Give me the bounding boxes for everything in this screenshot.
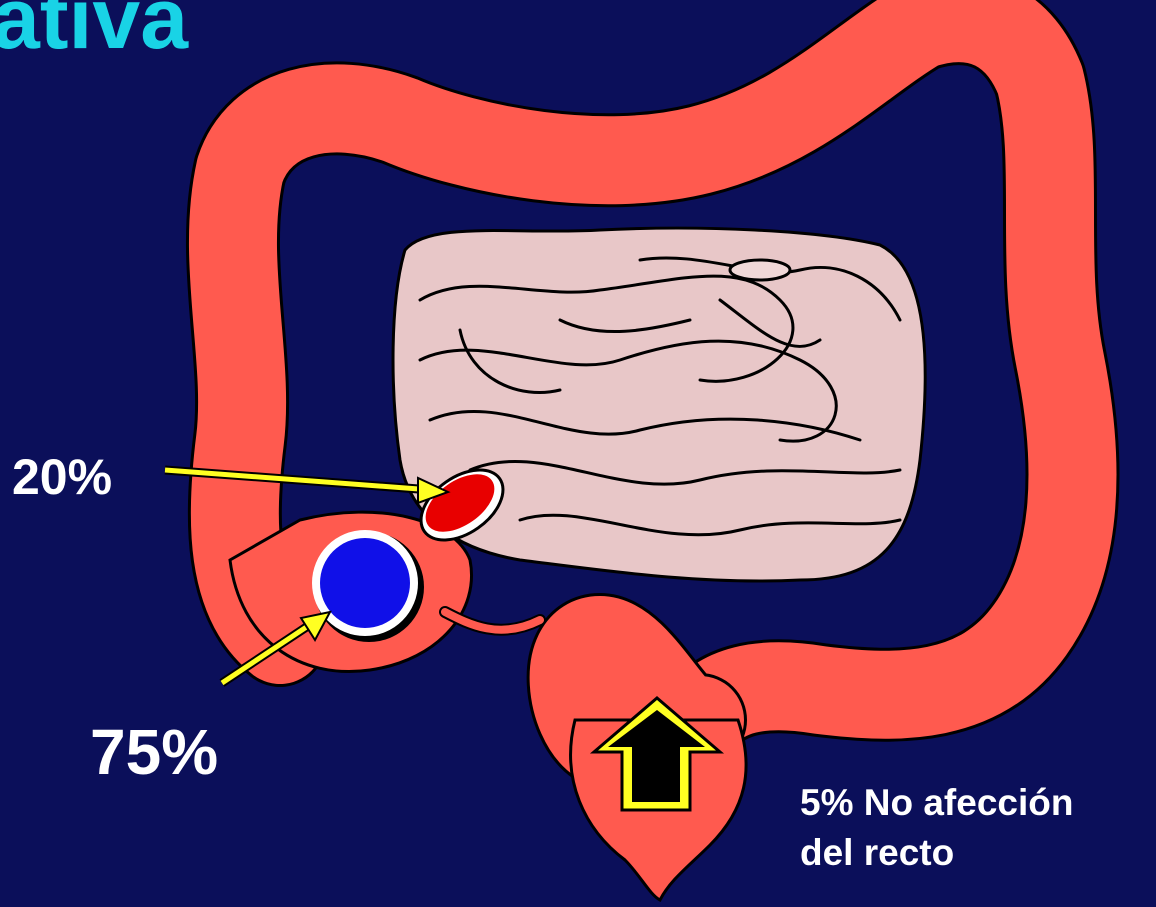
label-rectum-sparing: 5% No afección del recto — [800, 778, 1073, 878]
label-20-percent: 20% — [12, 448, 112, 506]
duodenum-opening — [730, 260, 790, 280]
rectum-label-line2: del recto — [800, 828, 1073, 878]
rectum-label-line1: 5% No afección — [800, 778, 1073, 828]
label-75-percent: 75% — [90, 715, 218, 789]
slide-title: ativa — [0, 0, 188, 69]
